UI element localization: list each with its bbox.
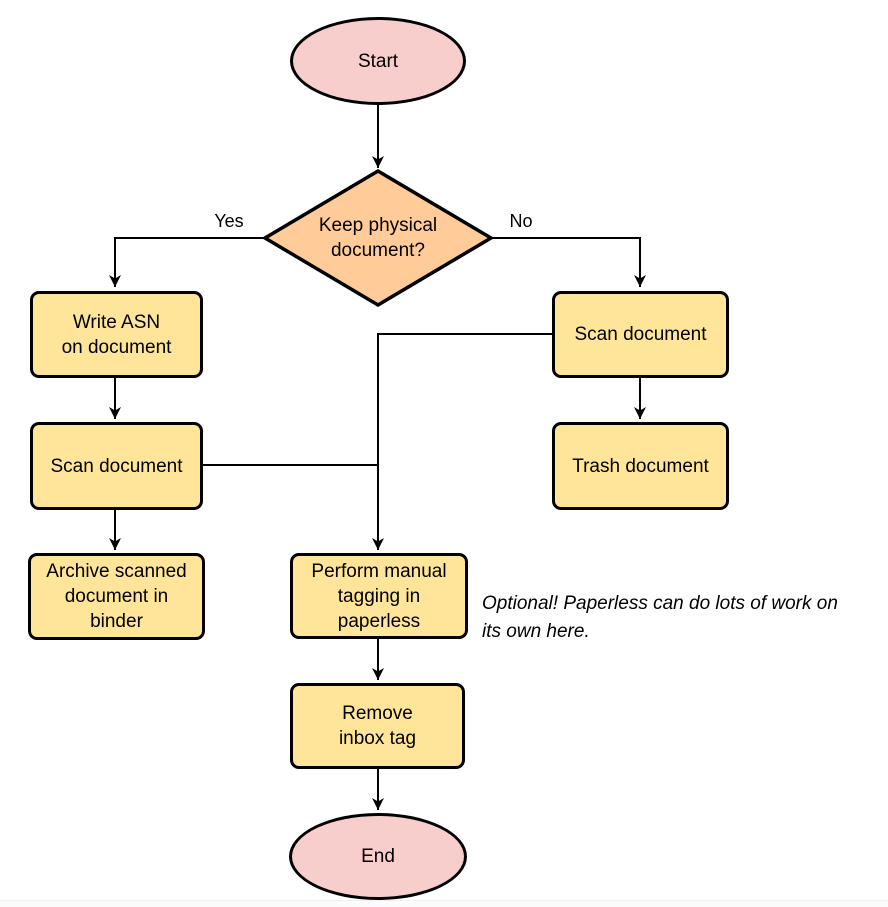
- edge-label-yes: Yes: [214, 211, 244, 231]
- node-end-label: End: [361, 846, 395, 867]
- node-archive-binder-label: Archive scanned document in binder: [46, 561, 187, 632]
- node-write-asn-label: Write ASN on document: [61, 311, 172, 358]
- node-decision: Keep physical document?: [283, 171, 473, 305]
- node-start: Start: [290, 17, 466, 105]
- node-write-asn: Write ASN on document: [30, 291, 203, 378]
- edge-scanright-to-tagging: [372, 333, 552, 550]
- edge-decision-yes: [109, 237, 265, 287]
- node-scan-document-left: Scan document: [30, 422, 203, 510]
- edge-label-no: No: [509, 211, 533, 231]
- annotation-optional-note: Optional! Paperless can do lots of work …: [482, 593, 838, 642]
- node-remove-inbox-tag-label: Remove inbox tag: [338, 703, 417, 749]
- node-trash-document: Trash document: [552, 422, 729, 510]
- node-archive-binder: Archive scanned document in binder: [28, 553, 205, 640]
- node-start-label: Start: [357, 50, 399, 72]
- page-bottom-edge: [0, 900, 888, 907]
- node-scan-document-right: Scan document: [552, 291, 729, 378]
- edge-decision-no: [491, 237, 646, 287]
- node-manual-tagging-label: Perform manual tagging in paperless: [311, 560, 447, 632]
- node-scan-document-right-label: Scan document: [574, 324, 707, 345]
- decision-shape: [261, 168, 495, 308]
- node-end: End: [289, 813, 467, 900]
- node-scan-document-left-label: Scan document: [50, 455, 183, 477]
- node-remove-inbox-tag: Remove inbox tag: [290, 683, 465, 769]
- node-decision-label: Keep physical document?: [318, 215, 438, 261]
- node-trash-document-label: Trash document: [572, 455, 709, 477]
- node-manual-tagging: Perform manual tagging in paperless: [290, 553, 468, 639]
